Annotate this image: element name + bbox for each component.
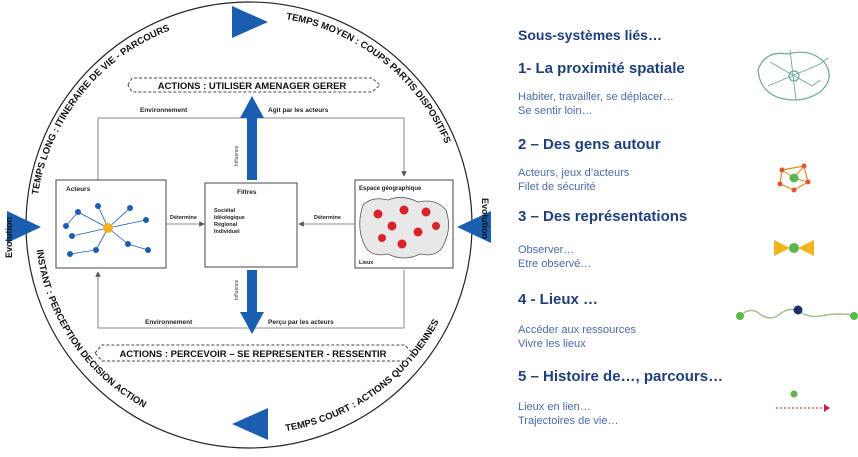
actions-bottom-label: ACTIONS : PERCEVOIR – SE REPRESENTER - R… <box>119 349 386 360</box>
acteurs-title: Acteurs <box>66 186 91 193</box>
filtre-item: Régional <box>214 222 238 228</box>
place-dots <box>373 205 440 249</box>
section-line: Habiter, travailler, se déplacer… <box>518 91 674 103</box>
section-line: Acteurs, jeux d’acteurs <box>518 167 630 179</box>
section-line: Lieux en lien… <box>518 401 591 413</box>
subsystems-panel: Sous-systèmes liés… 1- La proximité spat… <box>510 0 858 452</box>
env-top-label: Environnement <box>140 107 188 114</box>
actor-nodes <box>63 203 151 257</box>
espace-title: Espace géographique <box>359 186 422 192</box>
section-title: 4 - Lieux … <box>518 291 599 308</box>
panel-heading: Sous-systèmes liés… <box>518 27 662 43</box>
section-line: Etre observé… <box>518 258 592 270</box>
influence-top-label: Influence <box>234 145 240 166</box>
section-line: Accéder aux ressources <box>518 324 636 336</box>
bowtie-icon <box>774 240 814 256</box>
down-arrow-icon <box>240 270 264 334</box>
scribble-map-icon <box>757 49 830 101</box>
determine-right-label: Détermine <box>314 215 341 221</box>
evolution-left-label: Evolution <box>4 217 14 258</box>
section-title: 5 – Histoire de…, parcours… <box>518 368 724 385</box>
filtre-item: Sociétal <box>214 208 236 214</box>
actor-center-node <box>103 223 113 233</box>
top-triangle-icon <box>232 6 268 38</box>
actions-top-label: ACTIONS : UTILISER AMENAGER GERER <box>158 81 347 92</box>
filtre-item: Individuel <box>214 229 240 235</box>
actor-network-graphic <box>65 205 149 255</box>
section-line: Filet de sécurité <box>518 181 596 193</box>
right-triangle-icon <box>457 211 491 243</box>
actions-top-banner <box>127 77 381 93</box>
section-line: Vivre les lieux <box>518 338 586 350</box>
section-line: Se sentir loin… <box>518 105 593 117</box>
wavy-line-icon <box>736 305 858 320</box>
influence-bottom-label: Influence <box>234 279 240 300</box>
section-title: 3 – Des représentations <box>518 208 688 225</box>
filtres-title: Filtres <box>237 189 257 196</box>
lieux-label: Lieux <box>359 260 374 266</box>
systems-diagram: TEMPS LONG : ITINERAIRE DE VIE - PARCOUR… <box>4 1 491 449</box>
filtres-box <box>204 182 298 268</box>
evolution-right-label: Evolution <box>480 198 490 239</box>
up-arrow-icon <box>240 96 264 180</box>
determine-left-label: Détermine <box>170 215 197 221</box>
arc-label-bottom-left: INSTANT : PERCEPTION DECISION ACTION <box>34 249 148 411</box>
bottom-triangle-icon <box>232 408 268 440</box>
agit-label: Agit par les acteurs <box>268 107 329 114</box>
section-line: Observer… <box>518 244 575 256</box>
trajectory-arrow-icon <box>776 390 830 412</box>
section-title: 1- La proximité spatiale <box>518 60 685 77</box>
filtre-item: Idéologique <box>214 215 245 221</box>
env-bottom-label: Environnement <box>145 319 193 326</box>
actor-network-icon <box>777 163 811 193</box>
actions-bottom-banner <box>94 344 413 362</box>
section-title: 2 – Des gens autour <box>518 136 661 153</box>
section-line: Trajectoires de vie… <box>518 415 619 427</box>
diagram-svg: TEMPS LONG : ITINERAIRE DE VIE - PARCOUR… <box>4 1 491 449</box>
percu-label: Perçu par les acteurs <box>268 319 334 326</box>
left-triangle-icon <box>7 211 41 243</box>
